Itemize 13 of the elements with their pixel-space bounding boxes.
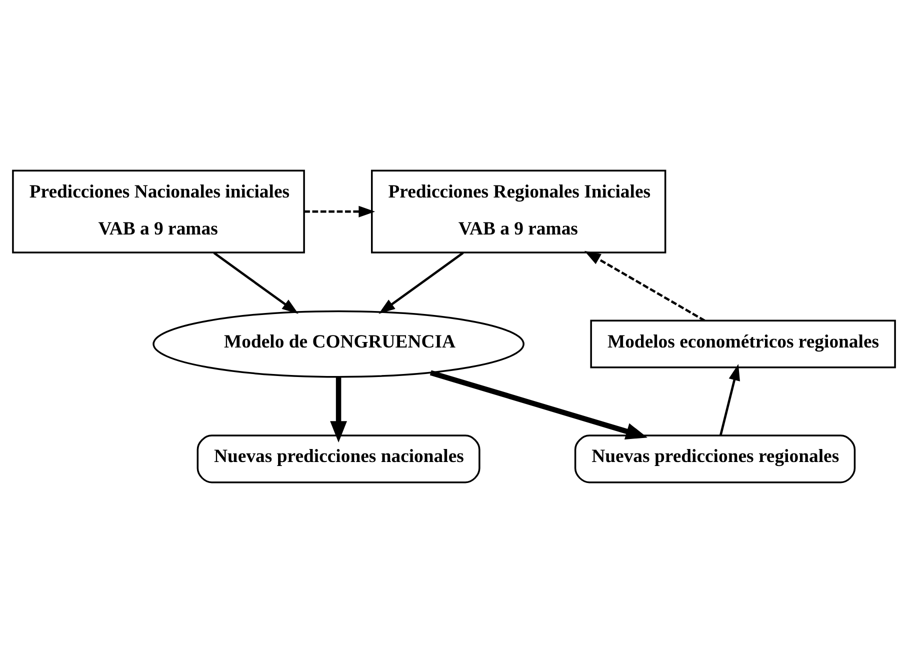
arrow	[378, 252, 464, 314]
arrow	[430, 370, 648, 440]
arrow	[213, 252, 298, 314]
node-box: Nuevas predicciones regionales	[574, 434, 856, 484]
node-box: Modelos econométricos regionales	[590, 320, 896, 368]
node-box: Predicciones Regionales Iniciales VAB a 9 ramas	[371, 170, 666, 254]
node-box: Nuevas predicciones nacionales	[196, 434, 480, 484]
arrow	[720, 364, 740, 436]
node-ellipse: Modelo de CONGRUENCIA	[152, 310, 524, 378]
arrow	[584, 250, 706, 322]
node-box: Predicciones Nacionales iniciales VAB a 9 ramas	[12, 170, 305, 254]
arrow	[330, 377, 348, 443]
arrow	[304, 206, 376, 218]
